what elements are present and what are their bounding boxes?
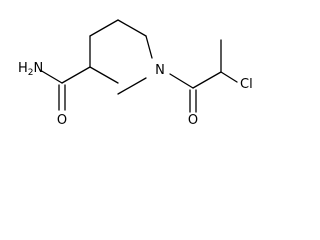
molecule-structure: H2N O N O Cl — [18, 19, 253, 128]
bond-ring-bottom-left — [89, 66, 119, 84]
chlorine-label: Cl — [240, 77, 253, 92]
bond-amide-c-n — [39, 69, 63, 84]
bond-ring-n-to-bottom-right — [117, 77, 147, 95]
bond-ch-cl — [220, 71, 238, 83]
ring-nitrogen-label: N — [155, 63, 165, 78]
amide-nitrogen-label: H2N — [18, 61, 43, 78]
bond-c3-amide-c — [61, 66, 91, 84]
bond-n-acyl-c — [169, 73, 194, 89]
bond-acyl-c-ch — [192, 71, 222, 89]
bond-ring-right-to-n — [145, 35, 153, 59]
amide-oxygen-label: O — [57, 113, 67, 128]
structure-canvas: H2N O N O Cl — [0, 0, 275, 132]
bond-ring-top-right — [117, 19, 147, 37]
acyl-oxygen-label: O — [188, 113, 198, 128]
bond-ring-top-left — [89, 19, 119, 37]
